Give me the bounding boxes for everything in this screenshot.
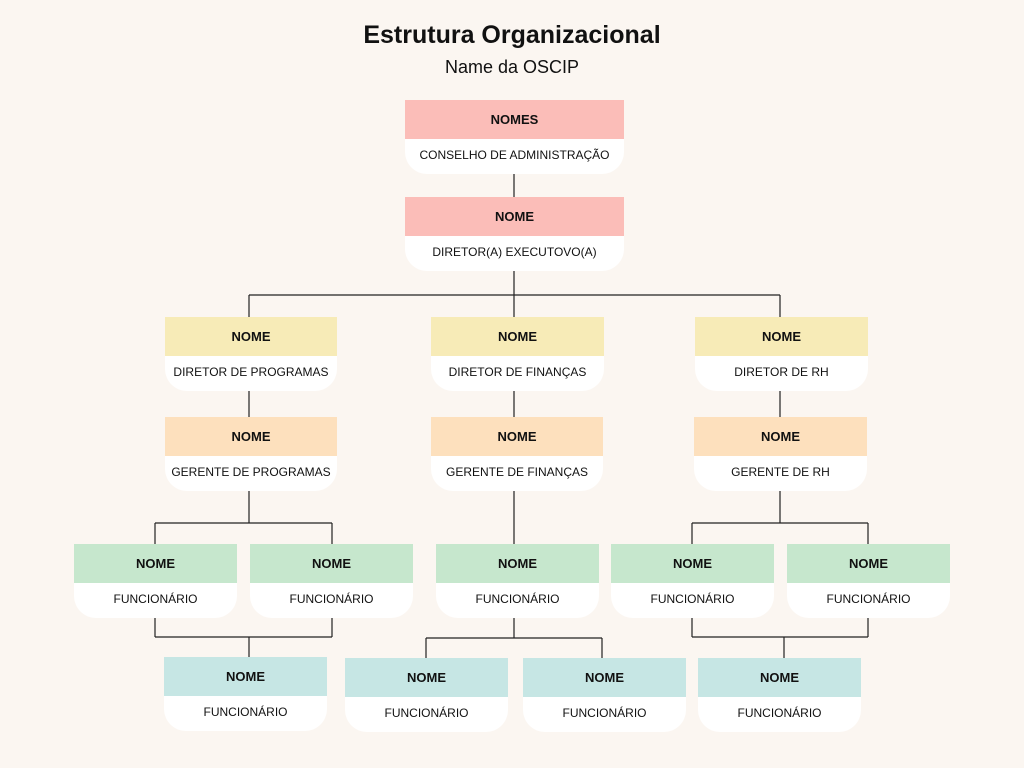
node-name: NOME <box>436 544 599 583</box>
node-name: NOME <box>165 317 337 356</box>
org-node-employee[interactable]: NOME FUNCIONÁRIO <box>698 658 861 732</box>
org-node-director-finance[interactable]: NOME DIRETOR DE FINANÇAS <box>431 317 604 391</box>
node-name: NOME <box>694 417 867 456</box>
org-node-employee[interactable]: NOME FUNCIONÁRIO <box>436 544 599 618</box>
node-role: GERENTE DE RH <box>694 456 867 491</box>
org-node-employee[interactable]: NOME FUNCIONÁRIO <box>250 544 413 618</box>
node-name: NOME <box>345 658 508 697</box>
node-role: DIRETOR DE RH <box>695 356 868 391</box>
node-name: NOMES <box>405 100 624 139</box>
node-name: NOME <box>787 544 950 583</box>
node-role: GERENTE DE PROGRAMAS <box>165 456 337 491</box>
node-name: NOME <box>698 658 861 697</box>
node-name: NOME <box>250 544 413 583</box>
node-role: FUNCIONÁRIO <box>250 583 413 618</box>
chart-title: Estrutura Organizacional <box>363 21 661 49</box>
org-node-employee[interactable]: NOME FUNCIONÁRIO <box>523 658 686 732</box>
org-node-employee[interactable]: NOME FUNCIONÁRIO <box>345 658 508 732</box>
org-node-manager-programs[interactable]: NOME GERENTE DE PROGRAMAS <box>165 417 337 491</box>
org-node-employee[interactable]: NOME FUNCIONÁRIO <box>74 544 237 618</box>
node-role: FUNCIONÁRIO <box>345 697 508 732</box>
node-name: NOME <box>74 544 237 583</box>
node-role: FUNCIONÁRIO <box>74 583 237 618</box>
node-role: FUNCIONÁRIO <box>611 583 774 618</box>
node-role: DIRETOR DE FINANÇAS <box>431 356 604 391</box>
org-node-executive-director[interactable]: NOME DIRETOR(A) EXECUTOVO(A) <box>405 197 624 271</box>
org-node-board[interactable]: NOMES CONSELHO DE ADMINISTRAÇÃO <box>405 100 624 174</box>
org-node-employee[interactable]: NOME FUNCIONÁRIO <box>787 544 950 618</box>
node-role: DIRETOR(A) EXECUTOVO(A) <box>405 236 624 271</box>
node-name: NOME <box>405 197 624 236</box>
node-name: NOME <box>611 544 774 583</box>
node-role: GERENTE DE FINANÇAS <box>431 456 603 491</box>
node-name: NOME <box>164 657 327 696</box>
node-name: NOME <box>431 317 604 356</box>
node-name: NOME <box>165 417 337 456</box>
node-name: NOME <box>523 658 686 697</box>
node-role: DIRETOR DE PROGRAMAS <box>165 356 337 391</box>
node-role: CONSELHO DE ADMINISTRAÇÃO <box>405 139 624 174</box>
org-node-manager-hr[interactable]: NOME GERENTE DE RH <box>694 417 867 491</box>
node-name: NOME <box>431 417 603 456</box>
node-role: FUNCIONÁRIO <box>787 583 950 618</box>
org-node-director-programs[interactable]: NOME DIRETOR DE PROGRAMAS <box>165 317 337 391</box>
node-role: FUNCIONÁRIO <box>436 583 599 618</box>
chart-subtitle: Name da OSCIP <box>444 57 580 77</box>
org-node-employee[interactable]: NOME FUNCIONÁRIO <box>164 657 327 731</box>
org-node-manager-finance[interactable]: NOME GERENTE DE FINANÇAS <box>431 417 603 491</box>
node-name: NOME <box>695 317 868 356</box>
node-role: FUNCIONÁRIO <box>698 697 861 732</box>
org-node-employee[interactable]: NOME FUNCIONÁRIO <box>611 544 774 618</box>
org-node-director-hr[interactable]: NOME DIRETOR DE RH <box>695 317 868 391</box>
node-role: FUNCIONÁRIO <box>164 696 327 731</box>
node-role: FUNCIONÁRIO <box>523 697 686 732</box>
